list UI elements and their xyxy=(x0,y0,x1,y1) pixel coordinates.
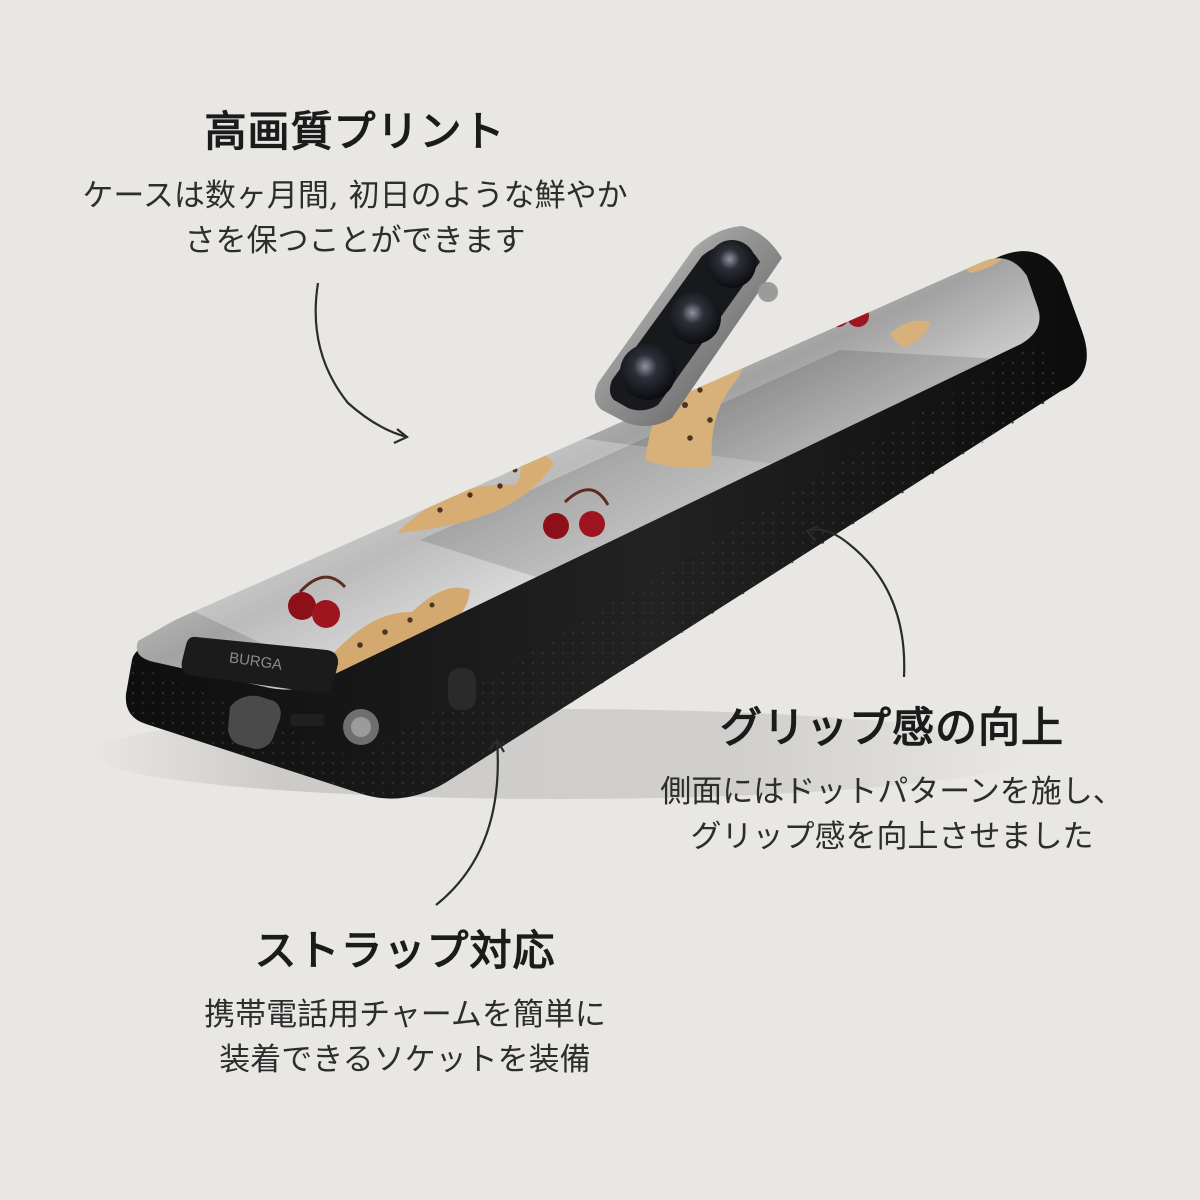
cherry-print-5 xyxy=(288,575,347,628)
cheetah-print-d xyxy=(315,587,470,681)
side-button xyxy=(448,668,476,710)
mirror-back xyxy=(136,258,1040,690)
feature-description-line: グリップ感を向上させました xyxy=(690,819,1094,856)
feature-description-line: 側面にはドットパターンを施し、 xyxy=(660,774,1124,811)
brand-plate xyxy=(181,636,339,694)
feature-description-line: 装着できるソケットを装備 xyxy=(219,1042,591,1079)
dot-grip-side xyxy=(357,341,1064,799)
feature-title: 高画質プリント xyxy=(204,107,506,156)
cherry-print-3 xyxy=(378,454,438,497)
feature-description-line: さを保つことができます xyxy=(184,223,526,260)
cheetah-print-a xyxy=(485,385,575,447)
speaker-slot xyxy=(290,714,324,726)
camera-flash xyxy=(758,282,778,302)
cheetah-print-f xyxy=(890,320,930,348)
feature-title: ストラップ対応 xyxy=(254,926,556,975)
charging-port-opening xyxy=(228,695,281,749)
camera-lens-bottom xyxy=(620,344,676,400)
strap-socket-inner xyxy=(351,717,371,737)
feature-title: グリップ感の向上 xyxy=(719,703,1064,752)
feature-description-line: ケースは数ヶ月間, 初日のような鮮やか xyxy=(82,178,628,215)
cherry-print-4 xyxy=(543,488,610,539)
feature-high-quality-print: 高画質プリント ケースは数ヶ月間, 初日のような鮮やか さを保つことができます xyxy=(45,107,665,264)
camera-lens-middle xyxy=(669,292,721,344)
camera-lens-top xyxy=(708,240,756,288)
feature-description: 側面にはドットパターンを施し、 グリップ感を向上させました xyxy=(612,770,1172,860)
feature-improved-grip: グリップ感の向上 側面にはドットパターンを施し、 グリップ感を向上させました xyxy=(612,703,1172,860)
feature-strap-compatible: ストラップ対応 携帯電話用チャームを簡単に 装着できるソケットを装備 xyxy=(145,926,665,1083)
mirror-dark-band xyxy=(420,350,1020,610)
feature-description-line: 携帯電話用チャームを簡単に xyxy=(204,997,606,1034)
feature-description: ケースは数ヶ月間, 初日のような鮮やか さを保つことができます xyxy=(45,174,665,264)
cheetah-print-c xyxy=(397,449,554,533)
feature-description: 携帯電話用チャームを簡単に 装着できるソケットを装備 xyxy=(145,993,665,1083)
cherry-print-1 xyxy=(827,284,876,327)
